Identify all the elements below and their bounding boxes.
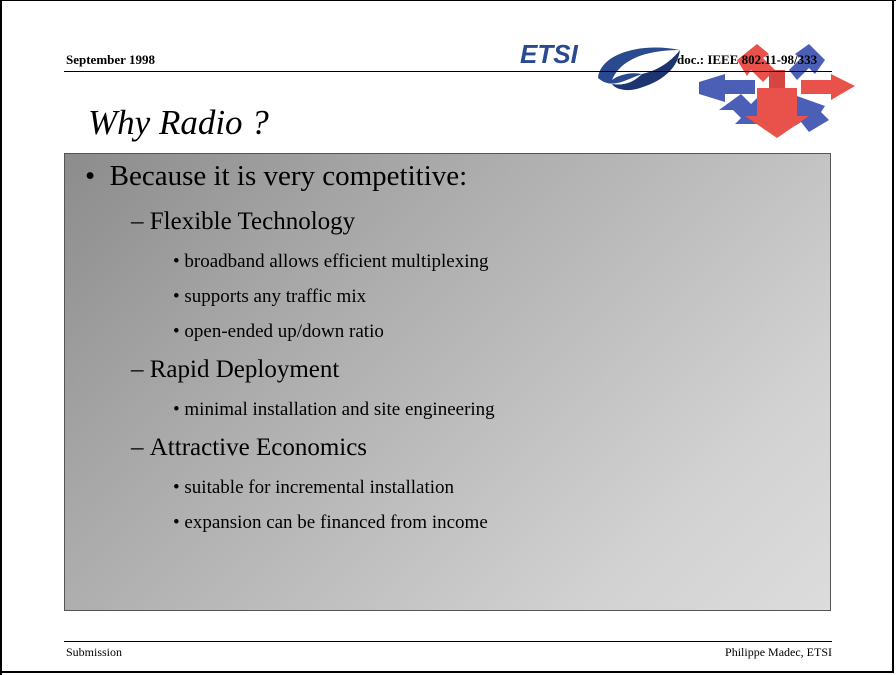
bullet-dot-icon: • xyxy=(173,251,185,272)
bullet-dot-icon: • xyxy=(173,321,185,342)
section-point-text: open-ended up/down ratio xyxy=(184,321,384,342)
section-point-text: broadband allows efficient multiplexing xyxy=(184,251,489,272)
footer-author: Philippe Madec, ETSI xyxy=(725,645,832,659)
main-bullet: • Because it is very competitive: xyxy=(85,160,467,193)
section-point: • suitable for incremental installation xyxy=(173,477,454,499)
section-point-text: suitable for incremental installation xyxy=(184,477,455,498)
etsi-swoosh-icon xyxy=(598,47,680,84)
bullet-dot-icon: • xyxy=(173,399,185,420)
section-point: • open-ended up/down ratio xyxy=(173,321,384,343)
section-point: • broadband allows efficient multiplexin… xyxy=(173,251,489,273)
header-rule xyxy=(64,71,832,72)
section-point-text: expansion can be financed from income xyxy=(184,512,488,533)
section-heading-text: Rapid Deployment xyxy=(149,356,340,383)
bullet-dot-icon: • xyxy=(173,477,185,498)
footer-submission: Submission xyxy=(66,645,123,659)
main-bullet-text: Because it is very competitive: xyxy=(109,160,468,192)
etsi-logo-wordmark: ETSI xyxy=(520,40,579,69)
slide-left-edge xyxy=(0,0,2,675)
header-doc-id: doc.: IEEE 802.11-98/333 xyxy=(677,52,818,67)
section-point: • minimal installation and site engineer… xyxy=(173,399,495,421)
section-heading-text: Attractive Economics xyxy=(149,434,368,461)
dash-icon: – xyxy=(131,208,150,235)
bullet-dot-icon: • xyxy=(173,286,185,307)
section-point-text: minimal installation and site engineerin… xyxy=(184,399,495,420)
dash-icon: – xyxy=(131,356,150,383)
section-point: • supports any traffic mix xyxy=(173,286,366,308)
footer-rule xyxy=(64,641,832,642)
section-point: • expansion can be financed from income xyxy=(173,512,488,534)
slide-title: Why Radio ? xyxy=(88,103,269,142)
etsi-logo: ETSI xyxy=(520,40,680,91)
content-box: • Because it is very competitive: – Flex… xyxy=(64,153,831,611)
section-heading: – Attractive Economics xyxy=(131,434,367,462)
header-date: September 1998 xyxy=(66,52,155,67)
section-point-text: supports any traffic mix xyxy=(184,286,367,307)
bullet-dot-icon: • xyxy=(173,512,185,533)
bullet-dot-icon: • xyxy=(85,160,110,192)
slide-top-edge xyxy=(0,0,896,1)
section-heading-text: Flexible Technology xyxy=(149,208,356,235)
dash-icon: – xyxy=(131,434,150,461)
section-heading: – Rapid Deployment xyxy=(131,356,339,384)
section-heading: – Flexible Technology xyxy=(131,208,355,236)
